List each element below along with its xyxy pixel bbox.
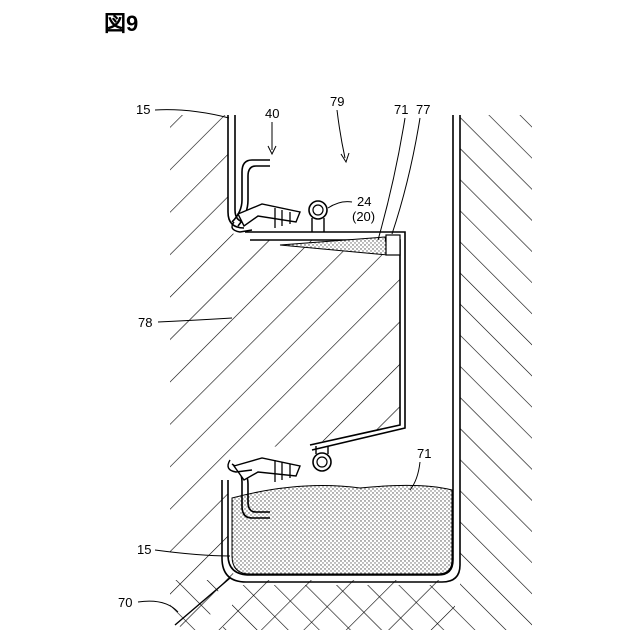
bottom-wall-hatch (222, 585, 460, 630)
label-15-bottom: 15 (137, 542, 151, 557)
right-wall-hatch (460, 115, 532, 630)
label-71-top: 71 (394, 102, 408, 117)
label-15-top: 15 (136, 102, 150, 117)
label-79: 79 (330, 94, 344, 109)
part-77 (386, 235, 400, 255)
label-78: 78 (138, 315, 152, 330)
label-40: 40 (265, 106, 279, 121)
label-24: 24 (357, 194, 371, 209)
label-77: 77 (416, 102, 430, 117)
sealant-71-lower (232, 485, 452, 574)
label-20: (20) (352, 209, 375, 224)
label-70: 70 (118, 595, 132, 610)
label-71-bottom: 71 (417, 446, 431, 461)
